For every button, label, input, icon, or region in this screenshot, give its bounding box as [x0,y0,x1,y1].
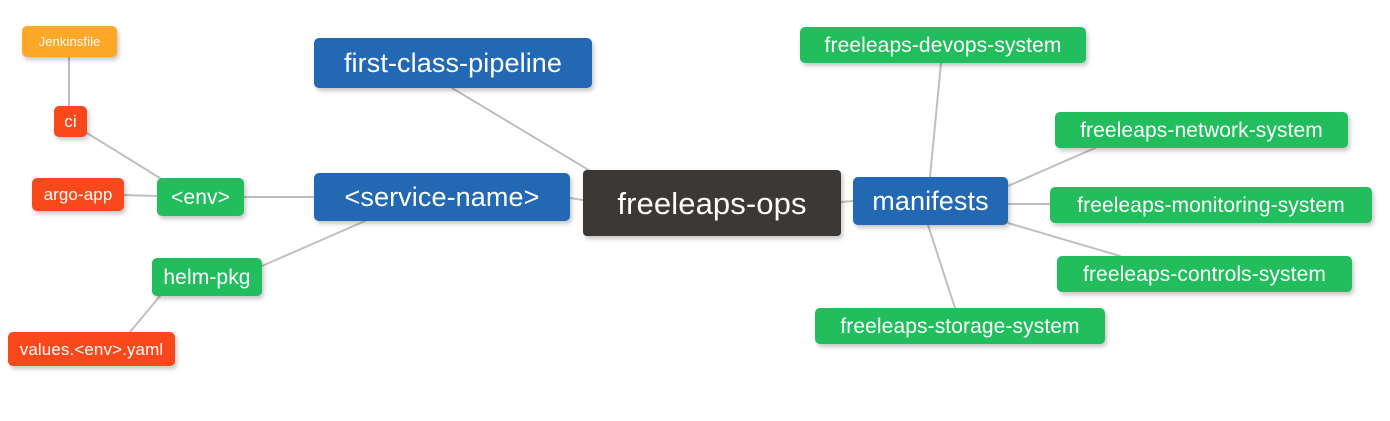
mindmap-node-freeleaps-devops-system[interactable]: freeleaps-devops-system [800,27,1086,63]
edge-freeleaps-ops-to-service-name [569,197,584,201]
mindmap-node-manifests[interactable]: manifests [853,177,1008,225]
mindmap-node-label: argo-app [43,185,113,204]
mindmap-node-ci[interactable]: ci [54,106,87,137]
mindmap-node-label: helm-pkg [163,265,251,289]
edge-manifests-to-freeleaps-network-system [1007,147,1096,187]
mindmap-node-jenkinsfile[interactable]: Jenkinsfile [22,26,117,57]
mindmap-node-freeleaps-storage-system[interactable]: freeleaps-storage-system [815,308,1105,344]
mindmap-node-label: values.<env>.yaml [19,339,164,359]
mindmap-node-label: freeleaps-devops-system [824,33,1062,57]
mindmap-node-service-name[interactable]: <service-name> [314,173,570,221]
mindmap-node-label: freeleaps-network-system [1080,118,1323,142]
mindmap-node-label: <env> [171,185,230,209]
mindmap-node-label: <service-name> [344,181,540,212]
edge-service-name-to-helm-pkg [261,220,366,267]
edge-freeleaps-ops-to-manifests [840,200,854,203]
edge-helm-pkg-to-values-env-yaml [129,295,161,333]
mindmap-node-freeleaps-monitoring-system[interactable]: freeleaps-monitoring-system [1050,187,1372,223]
edge-manifests-to-freeleaps-storage-system [927,224,956,309]
edge-env-to-argo-app [123,194,158,197]
mindmap-node-freeleaps-ops[interactable]: freeleaps-ops [583,170,841,236]
mindmap-node-label: first-class-pipeline [343,47,563,78]
mindmap-node-env[interactable]: <env> [157,178,244,216]
mindmap-node-label: freeleaps-ops [617,185,807,221]
mindmap-node-label: freeleaps-storage-system [840,314,1080,338]
edge-env-to-ci [86,132,164,181]
mindmap-node-label: freeleaps-controls-system [1083,262,1326,286]
edge-manifests-to-freeleaps-controls-system [1007,222,1121,257]
mindmap-node-helm-pkg[interactable]: helm-pkg [152,258,262,296]
edge-manifests-to-freeleaps-devops-system [929,62,942,178]
mindmap-node-values-env-yaml[interactable]: values.<env>.yaml [8,332,175,366]
mindmap-node-argo-app[interactable]: argo-app [32,178,124,211]
mindmap-node-label: ci [64,112,77,131]
mindmap-node-label: freeleaps-monitoring-system [1077,193,1345,217]
mindmap-node-freeleaps-controls-system[interactable]: freeleaps-controls-system [1057,256,1352,292]
edge-freeleaps-ops-to-first-class-pipeline [451,87,593,173]
mindmap-node-first-class-pipeline[interactable]: first-class-pipeline [314,38,592,88]
mindmap-node-label: manifests [872,185,989,216]
mindmap-node-label: Jenkinsfile [38,34,101,49]
mindmap-node-freeleaps-network-system[interactable]: freeleaps-network-system [1055,112,1348,148]
